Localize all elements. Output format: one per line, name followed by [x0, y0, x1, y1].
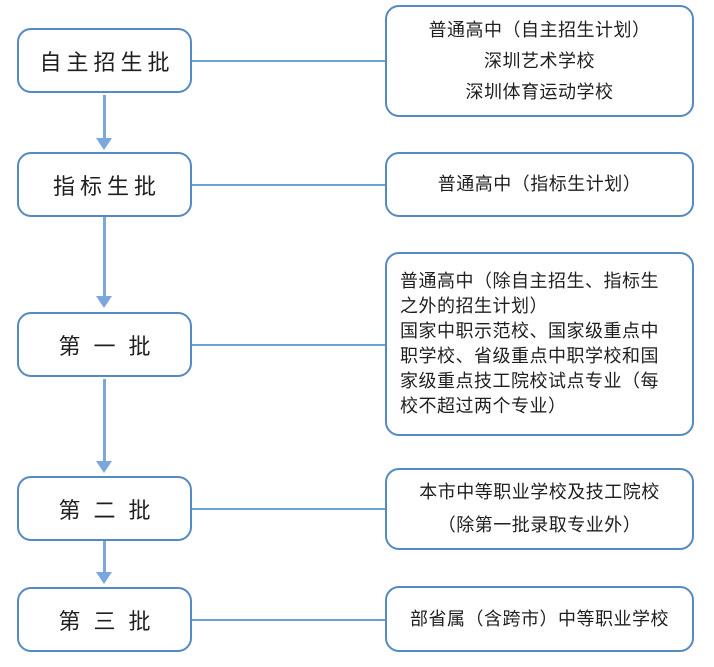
detail-line: 本市中等职业学校及技工院校: [419, 482, 660, 502]
detail-line: （除第一批录取专业外）: [437, 515, 642, 535]
detail-line: 职学校、省级重点中职学校和国: [400, 346, 659, 366]
node-autonomous-batch: 自主招生批: [17, 28, 192, 93]
detail-line: 校不超过两个专业）: [400, 396, 567, 416]
node-label: 指标生批: [52, 173, 161, 199]
node-label: 第二批: [58, 497, 164, 523]
down-arrow-connector: [96, 379, 112, 473]
detail-quota-batch: 普通高中（指标生计划）: [385, 152, 694, 217]
detail-line: 深圳艺术学校: [484, 50, 595, 71]
detail-line: 普通高中（指标生计划）: [437, 174, 642, 194]
node-first-batch: 第一批: [17, 312, 192, 377]
detail-line: 深圳体育运动学校: [465, 81, 614, 102]
detail-first-batch: 普通高中（除自主招生、指标生 之外的招生计划） 国家中职示范校、国家级重点中 职…: [385, 252, 694, 436]
node-label: 第一批: [58, 333, 164, 359]
down-arrow-connector: [96, 95, 112, 150]
node-label: 自主招生批: [39, 49, 175, 75]
node-label: 第三批: [58, 608, 164, 634]
detail-autonomous-batch: 普通高中（自主招生计划） 深圳艺术学校 深圳体育运动学校: [385, 5, 694, 117]
detail-third-batch: 部省属（含跨市）中等职业学校: [385, 586, 694, 652]
down-arrow-connector: [96, 217, 112, 308]
horizontal-connector: [192, 508, 385, 510]
detail-line: 普通高中（自主招生计划）: [428, 19, 651, 40]
detail-second-batch: 本市中等职业学校及技工院校 （除第一批录取专业外）: [385, 468, 694, 550]
node-second-batch: 第二批: [17, 476, 192, 541]
horizontal-connector: [192, 344, 385, 346]
horizontal-connector: [192, 619, 385, 621]
detail-line: 部省属（含跨市）中等职业学校: [410, 608, 669, 629]
node-quota-batch: 指标生批: [17, 152, 192, 217]
node-third-batch: 第三批: [17, 587, 192, 652]
horizontal-connector: [192, 60, 385, 62]
detail-line: 国家中职示范校、国家级重点中: [400, 321, 659, 341]
detail-line: 之外的招生计划）: [400, 296, 548, 316]
detail-line: 家级重点技工院校试点专业（每: [400, 371, 659, 391]
down-arrow-connector: [96, 541, 112, 584]
horizontal-connector: [192, 184, 385, 186]
detail-line: 普通高中（除自主招生、指标生: [400, 271, 659, 291]
